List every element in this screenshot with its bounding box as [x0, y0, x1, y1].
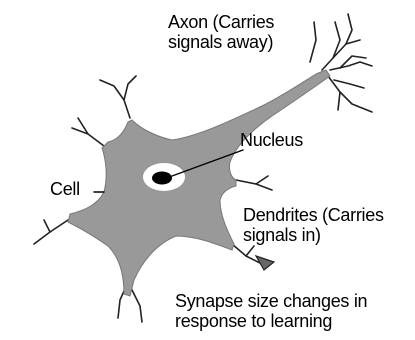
dendrite-branch — [256, 176, 268, 184]
cell-body — [68, 70, 330, 296]
synapse-label: Synapse size changes in response to lear… — [175, 291, 367, 331]
synapse-label-line-2: response to learning — [175, 311, 367, 331]
dendrite-branch — [34, 220, 68, 244]
dendrite-branch — [246, 246, 254, 256]
dendrite-branch — [124, 76, 136, 100]
axon-terminal-branch — [334, 80, 364, 88]
cell-label: Cell — [50, 179, 80, 199]
synapse-label-line-1: Synapse size changes in — [175, 291, 367, 311]
axon-terminal-branch — [310, 22, 316, 62]
dendrites-label-line-1: Dendrites (Carries — [243, 205, 384, 225]
axon-label-line-2: signals away) — [168, 32, 274, 52]
dendrite-branch — [72, 128, 104, 146]
axon-label-line-1: Axon (Carries — [168, 12, 274, 32]
nucleus-label: Nucleus — [240, 130, 303, 150]
dendrite-branch — [100, 80, 130, 118]
dendrite-branch — [44, 220, 50, 232]
axon-label: Axon (Carries signals away) — [168, 12, 274, 52]
nucleus-core — [152, 172, 172, 185]
dendrites-label: Dendrites (Carries signals in) — [243, 205, 384, 245]
dendrite-branch — [236, 180, 272, 190]
axon-terminal-branch — [330, 62, 372, 70]
axon-terminal-branch — [328, 76, 372, 112]
axon-terminal-branch — [338, 92, 340, 110]
dendrites-label-line-2: signals in) — [243, 225, 384, 245]
